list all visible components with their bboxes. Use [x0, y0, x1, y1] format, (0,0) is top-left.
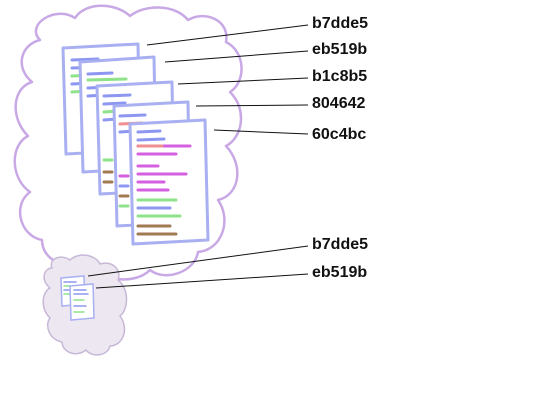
label-lower-1: b7dde5 — [312, 236, 369, 253]
lower-leader-lines — [87, 245, 309, 289]
document-stack-upper — [61, 42, 210, 246]
label-upper-3: b1c8b5 — [312, 68, 368, 85]
upper-leader-lines — [146, 24, 309, 135]
leader-line-lower-b7dde5 — [87, 245, 309, 277]
leader-line-b7dde5 — [146, 24, 309, 46]
leader-line-b1c8b5 — [177, 77, 309, 85]
label-upper-5: 60c4bc — [312, 126, 367, 143]
document-page-5 — [128, 118, 210, 246]
leader-line-60c4bc — [213, 129, 309, 135]
small-document-page-2 — [69, 283, 95, 321]
leader-line-eb519b — [164, 50, 309, 63]
label-upper-4: 804642 — [312, 95, 366, 112]
label-lower-2: eb519b — [312, 264, 368, 281]
big-cloud — [13, 4, 243, 281]
document-stack-lower — [60, 275, 95, 321]
label-upper-1: b7dde5 — [312, 15, 369, 32]
leader-line-lower-eb519b — [95, 273, 309, 289]
leader-line-804642 — [195, 104, 309, 107]
label-upper-2: eb519b — [312, 41, 368, 58]
